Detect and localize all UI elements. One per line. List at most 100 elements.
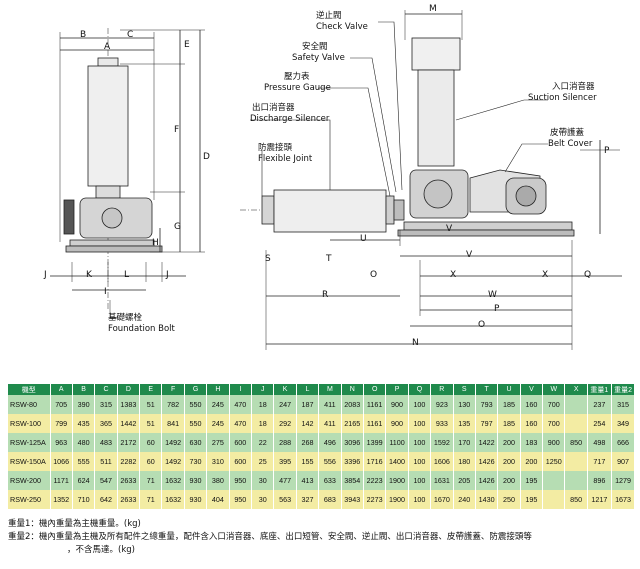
table-cell: 3854 <box>341 471 364 490</box>
table-cell: 100 <box>408 452 432 471</box>
table-cell: 142 <box>296 414 320 433</box>
model-cell: RSW-200 <box>8 471 51 490</box>
table-cell: 51 <box>139 414 163 433</box>
dim-label-b: B <box>80 30 87 40</box>
table-header-cell: X <box>564 384 588 395</box>
table-cell: 547 <box>94 471 118 490</box>
table-cell: 100 <box>408 414 432 433</box>
table-cell: 550 <box>184 414 208 433</box>
table-header-cell: G <box>184 384 208 395</box>
table-cell: 1171 <box>50 471 73 490</box>
dim-label-n: N <box>412 338 419 348</box>
dim-label-j2: J <box>166 270 169 280</box>
table-cell: 100 <box>408 433 432 452</box>
table-header-cell: F <box>161 384 185 395</box>
table-header-cell: S <box>453 384 476 395</box>
table-cell: 71 <box>139 471 163 490</box>
discharge-silencer-label-en: Discharge Silencer <box>250 114 330 124</box>
table-cell: 310 <box>206 452 230 471</box>
table-cell: 3943 <box>341 490 364 509</box>
dim-label-m: M <box>429 4 437 14</box>
check-valve-label-zh: 逆止閥 <box>316 11 342 21</box>
table-cell: 555 <box>72 452 96 471</box>
table-cell: 1422 <box>475 433 499 452</box>
table-cell: 480 <box>72 433 96 452</box>
table-cell: 1673 <box>611 490 636 509</box>
table-cell: 1632 <box>161 471 185 490</box>
table-header-cell: 重量1 <box>587 384 612 395</box>
table-header-cell: O <box>363 384 387 395</box>
table-cell: 1400 <box>385 452 409 471</box>
table-cell: 275 <box>206 433 230 452</box>
table-cell: 799 <box>50 414 73 433</box>
dim-label-u: U <box>360 234 367 244</box>
table-cell: 245 <box>206 414 230 433</box>
table-cell: 160 <box>520 414 544 433</box>
table-cell: 170 <box>453 433 476 452</box>
model-cell: RSW-250 <box>8 490 51 509</box>
table-cell: 1631 <box>430 471 454 490</box>
table-cell: 511 <box>94 452 118 471</box>
table-header-cell: T <box>475 384 499 395</box>
table-cell: 1900 <box>385 471 409 490</box>
table-header-cell: 機型 <box>8 384 51 395</box>
table-cell: 404 <box>206 490 230 509</box>
table-cell: 1066 <box>50 452 73 471</box>
table-cell: 327 <box>296 490 320 509</box>
table-cell: 600 <box>229 452 253 471</box>
table-cell: 1383 <box>117 395 141 414</box>
note-weight-2-cont: ，不含馬達。(kg) <box>67 545 135 555</box>
model-cell: RSW-80 <box>8 395 51 414</box>
table-cell: 200 <box>497 471 521 490</box>
table-cell: 841 <box>161 414 185 433</box>
dim-label-r: R <box>322 290 329 300</box>
dim-label-d: D <box>203 152 210 162</box>
table-cell <box>564 395 588 414</box>
table-cell: 793 <box>475 395 499 414</box>
table-cell: 180 <box>453 452 476 471</box>
table-cell: 435 <box>72 414 96 433</box>
table-cell: 240 <box>453 490 476 509</box>
table-cell: 411 <box>318 395 342 414</box>
table-cell: 2273 <box>363 490 387 509</box>
table-cell <box>564 452 588 471</box>
dim-label-i: I <box>104 287 107 297</box>
table-header-cell: B <box>72 384 96 395</box>
table-cell: 930 <box>184 490 208 509</box>
table-cell: 1161 <box>363 395 387 414</box>
foundation-bolt-label-zh: 基礎螺栓 <box>108 313 143 323</box>
table-cell: 195 <box>520 471 544 490</box>
table-cell: 550 <box>184 395 208 414</box>
dim-label-l: L <box>124 270 130 280</box>
dim-label-p: P <box>604 146 610 156</box>
table-cell: 782 <box>161 395 185 414</box>
table-cell: 250 <box>497 490 521 509</box>
table-cell <box>542 471 566 490</box>
table-cell: 390 <box>72 395 96 414</box>
flexible-joint-label-zh: 防震接頭 <box>258 143 293 153</box>
table-cell: 850 <box>564 433 588 452</box>
table-cell: 1592 <box>430 433 454 452</box>
table-cell: 18 <box>251 414 275 433</box>
table-cell: 247 <box>273 395 297 414</box>
dim-label-q: Q <box>584 270 592 280</box>
table-cell: 563 <box>273 490 297 509</box>
notes: 重量1：機內重量為主機重量。(kg) 重量2：機內重量為主機及所有配件之總重量，… <box>8 518 635 557</box>
table-cell <box>564 471 588 490</box>
table-cell: 600 <box>229 433 253 452</box>
note-weight-2: 重量2：機內重量為主機及所有配件之總重量，配件含入口消音器、底座、出口短管、安全… <box>8 532 532 542</box>
table-cell: 185 <box>497 395 521 414</box>
table-cell: 470 <box>229 395 253 414</box>
table-cell: 1716 <box>363 452 387 471</box>
table-cell: 630 <box>184 433 208 452</box>
table-cell: 200 <box>497 433 521 452</box>
table-cell: 1161 <box>363 414 387 433</box>
table-cell: 254 <box>587 414 612 433</box>
table-cell: 896 <box>587 471 612 490</box>
table-cell: 3096 <box>341 433 364 452</box>
table-cell: 1217 <box>587 490 612 509</box>
table-cell: 100 <box>408 395 432 414</box>
